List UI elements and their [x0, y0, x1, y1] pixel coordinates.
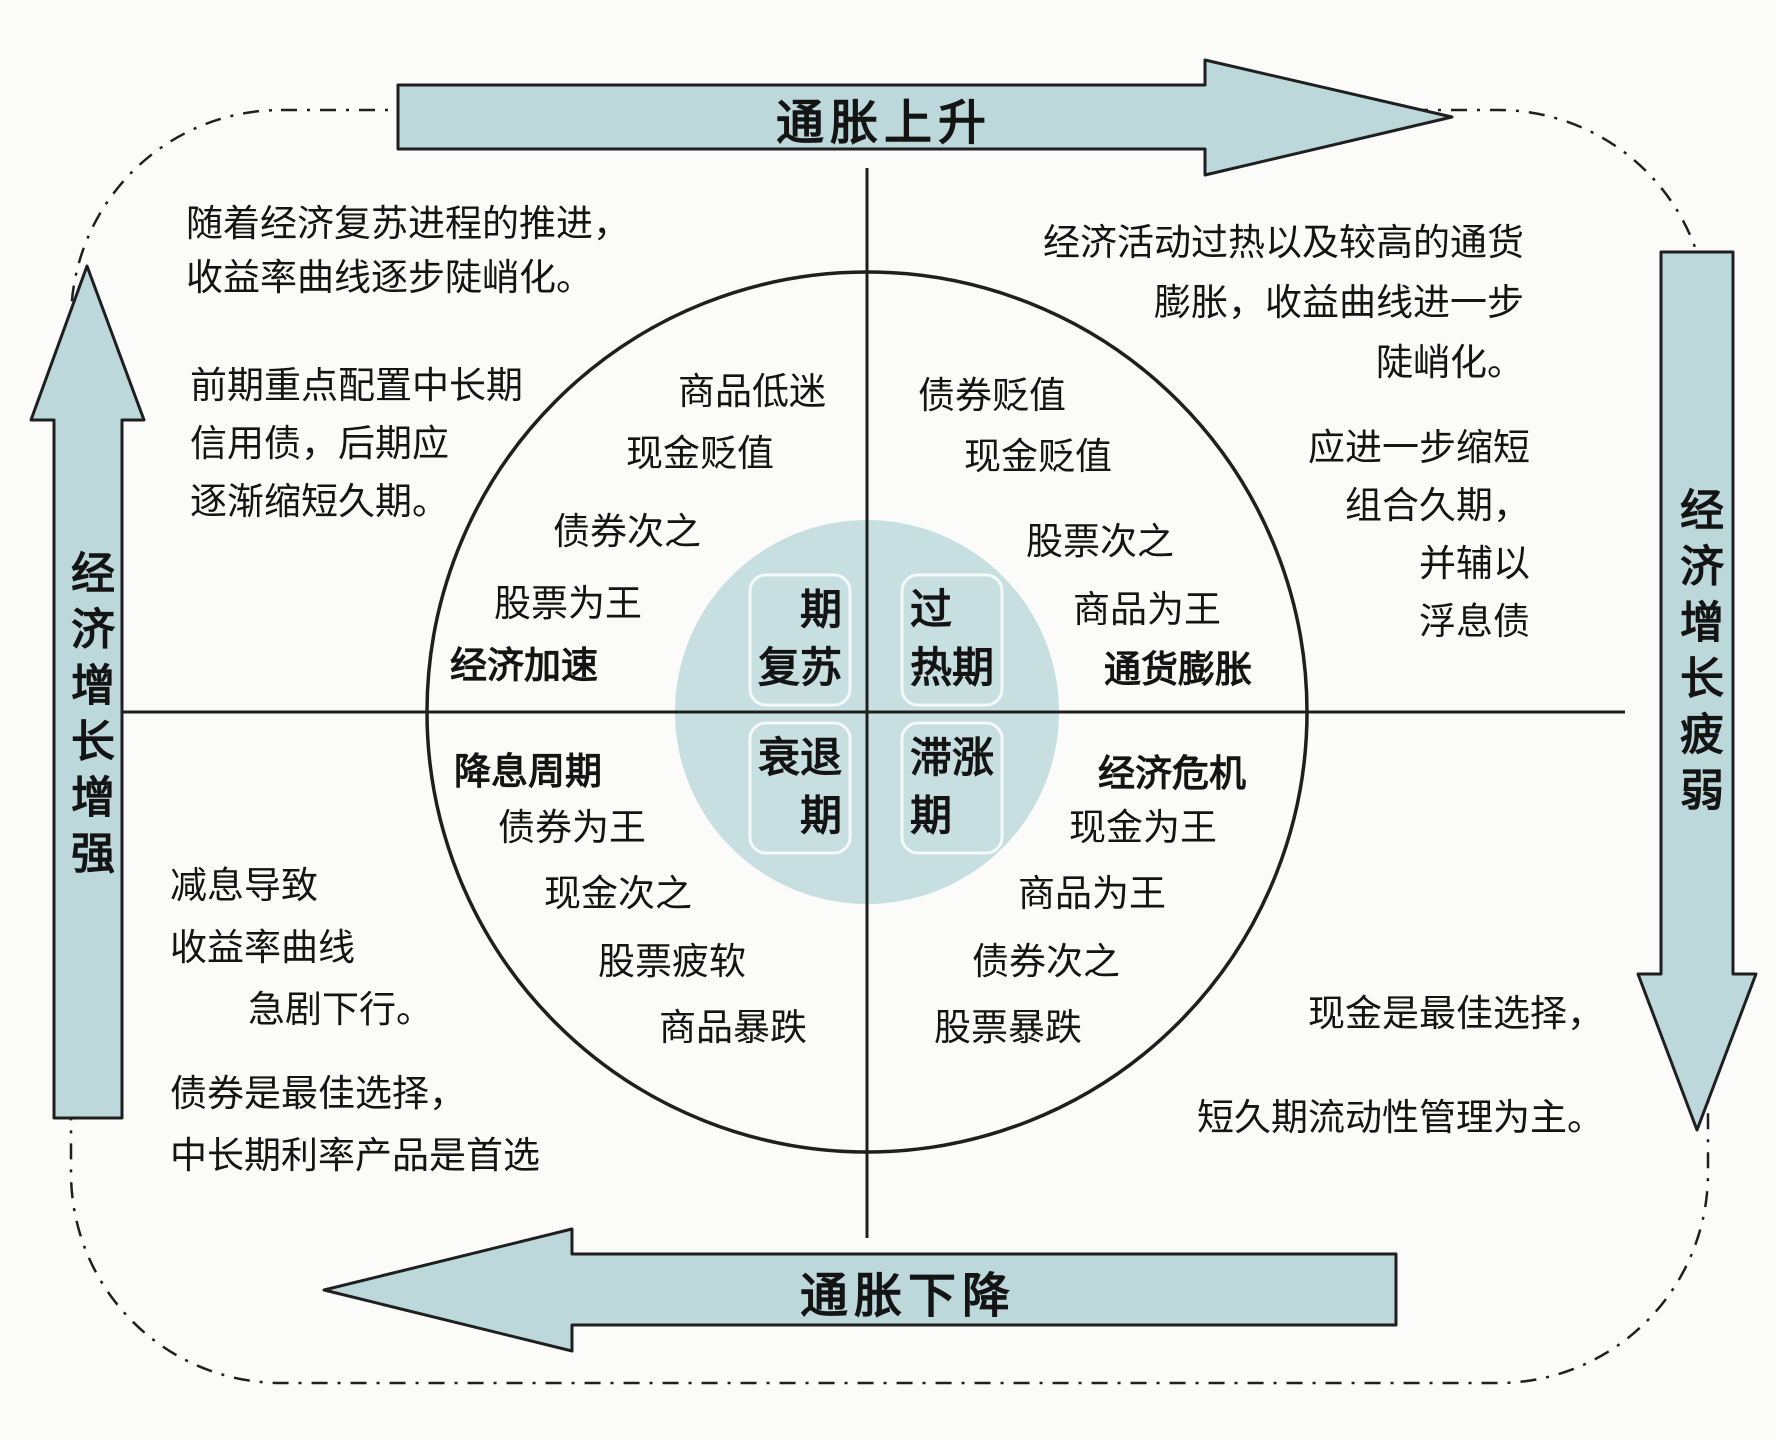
note-recovery-strategy: 前期重点配置中长期 信用债，后期应 逐渐缩短久期。: [190, 358, 523, 532]
asset-label: 现金贬值: [626, 434, 774, 475]
phase-box-recession: [748, 721, 852, 855]
phase-recovery-line: 期: [799, 588, 843, 634]
note-line: 组合久期，: [1345, 486, 1530, 527]
phase-recession-line: 衰退: [757, 736, 843, 782]
note-recovery-yield-curve: 随着经济复苏进程的推进， 收益率曲线逐步陡峭化。: [186, 198, 630, 306]
stage-label-acceleration: 经济加速: [450, 646, 598, 687]
asset-label: 债券为王: [498, 808, 646, 849]
phase-overheat-line: 过: [909, 588, 953, 634]
phase-overheat: 过 热期: [910, 582, 994, 698]
asset-label: 现金次之: [544, 874, 692, 915]
phase-box-stagflation: [900, 721, 1004, 855]
asset-label: 现金贬值: [964, 437, 1112, 478]
note-line: 浮息债: [1419, 602, 1530, 643]
growth-weakening-arrow: [1636, 250, 1758, 1132]
asset-label: 商品为王: [1073, 590, 1221, 631]
note-stagflation-strategy: 短久期流动性管理为主。: [1197, 1092, 1604, 1146]
phase-stagflation-line: 滞涨: [909, 736, 995, 782]
phase-stagflation: 滞涨 期: [910, 730, 994, 846]
asset-label: 股票为王: [494, 584, 642, 625]
stage-label-economic-crisis: 经济危机: [1098, 754, 1246, 795]
asset-label: 股票次之: [1026, 522, 1174, 563]
note-line: 收益率曲线: [170, 928, 355, 969]
inflation-rising-arrow: [396, 58, 1454, 177]
stage-label-rate-cut-cycle: 降息周期: [454, 752, 602, 793]
note-line: 前期重点配置中长期: [190, 366, 523, 407]
note-line: 短久期流动性管理为主。: [1197, 1098, 1604, 1139]
asset-label: 债券次之: [553, 512, 701, 553]
asset-label: 债券贬值: [918, 376, 1066, 417]
phase-recession-line: 期: [799, 794, 843, 840]
note-line: 陡峭化。: [1376, 343, 1524, 384]
note-line: 信用债，后期应: [190, 424, 449, 465]
phase-overheat-line: 热期: [909, 646, 995, 692]
inflation-rising-label: 通胀上升: [775, 97, 993, 150]
asset-label: 商品暴跌: [659, 1008, 807, 1049]
note-line: 收益率曲线逐步陡峭化。: [186, 258, 593, 299]
note-line: 急剧下行。: [248, 990, 433, 1031]
phase-box-overheat: [900, 573, 1004, 707]
stage-label-inflation: 通货膨胀: [1104, 650, 1252, 691]
phase-stagflation-line: 期: [909, 794, 953, 840]
note-line: 经济活动过热以及较高的通货: [1043, 223, 1524, 264]
note-line: 债券是最佳选择，: [170, 1074, 466, 1115]
note-recession-strategy: 债券是最佳选择， 中长期利率产品是首选: [170, 1064, 540, 1188]
asset-label: 股票疲软: [598, 942, 746, 983]
growth-weakening-label: 经济增长疲弱: [1673, 487, 1722, 823]
asset-label: 债券次之: [972, 942, 1120, 983]
note-overheat-strategy: 应进一步缩短 组合久期， 并辅以 浮息债: [1308, 420, 1530, 652]
note-overheat-yield-curve: 经济活动过热以及较高的通货 膨胀，收益曲线进一步 陡峭化。: [1043, 214, 1524, 394]
inflation-falling-arrow: [322, 1227, 1398, 1353]
note-line: 膨胀，收益曲线进一步: [1154, 283, 1524, 324]
phase-recession: 衰退 期: [758, 730, 842, 846]
note-recession-yield-curve: 减息导致 收益率曲线 急剧下行。: [170, 856, 433, 1042]
phase-recovery: 期 复苏: [758, 582, 842, 698]
phase-box-recovery: [748, 573, 852, 707]
note-line: 逐渐缩短久期。: [190, 482, 449, 523]
asset-label: 商品为王: [1018, 874, 1166, 915]
growth-strengthening-arrow: [29, 264, 146, 1120]
note-line: 中长期利率产品是首选: [170, 1136, 540, 1177]
note-line: 减息导致: [170, 866, 318, 907]
asset-label: 现金为王: [1069, 808, 1217, 849]
phase-recovery-line: 复苏: [757, 646, 843, 692]
asset-label: 股票暴跌: [934, 1008, 1082, 1049]
note-line: 应进一步缩短: [1308, 428, 1530, 469]
note-line: 随着经济复苏进程的推进，: [186, 204, 630, 245]
growth-strengthening-label: 经济增长增强: [64, 550, 113, 886]
note-stagflation-cash: 现金是最佳选择，: [1308, 988, 1604, 1042]
note-line: 并辅以: [1419, 544, 1530, 585]
note-line: 现金是最佳选择，: [1308, 994, 1604, 1035]
inflation-falling-label: 通胀下降: [799, 1270, 1017, 1323]
asset-label: 商品低迷: [678, 372, 826, 413]
